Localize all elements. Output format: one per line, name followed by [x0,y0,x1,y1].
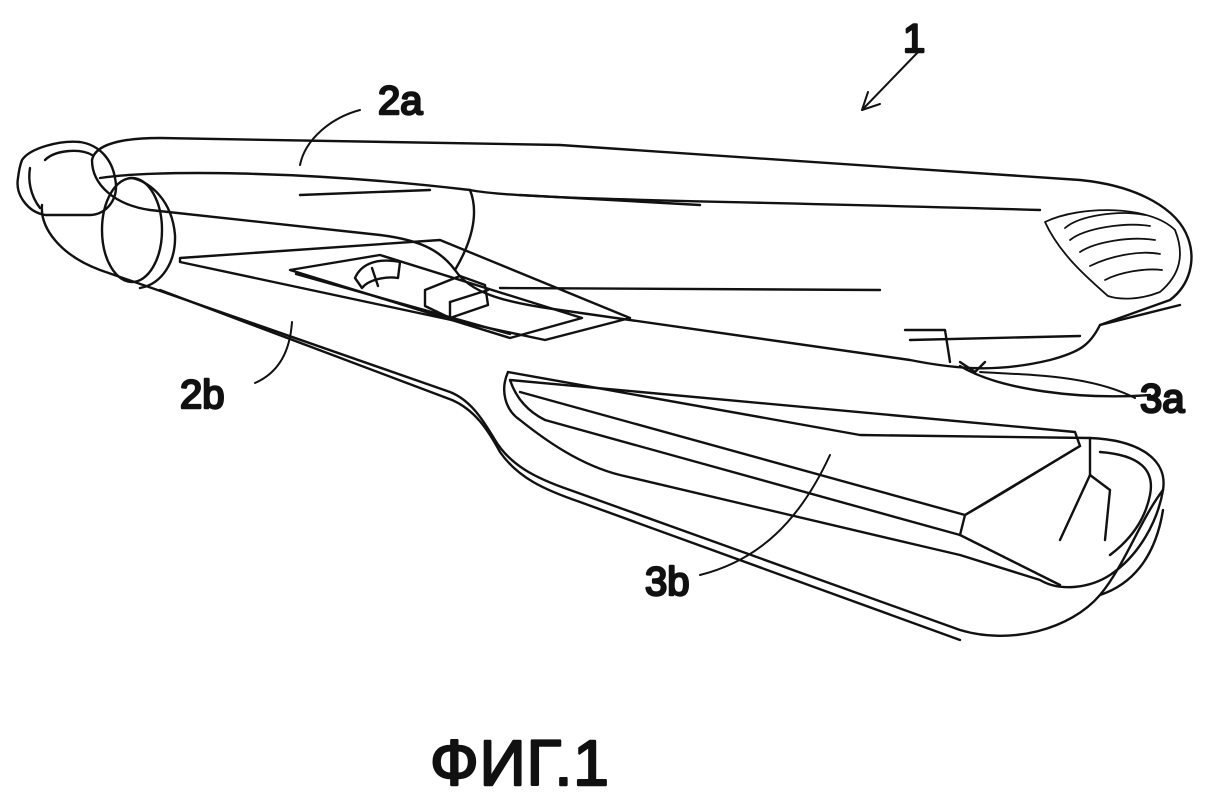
label-upper-plate: 3a [1140,377,1185,421]
hinge-assembly [18,142,175,288]
leader-2a [300,110,360,165]
control-panel [180,240,630,340]
figure-caption: ФИГ.1 [430,727,610,795]
upper-arm-body [92,138,1191,396]
label-lower-plate: 3b [645,560,690,604]
vent-grille [1045,210,1180,299]
leader-lines [255,50,1135,575]
lower-heating-plate [510,380,1080,585]
label-device: 1 [903,17,925,61]
lower-arm-body [42,205,1163,640]
label-lower-arm: 2b [180,373,225,417]
label-upper-arm: 2a [378,79,423,123]
